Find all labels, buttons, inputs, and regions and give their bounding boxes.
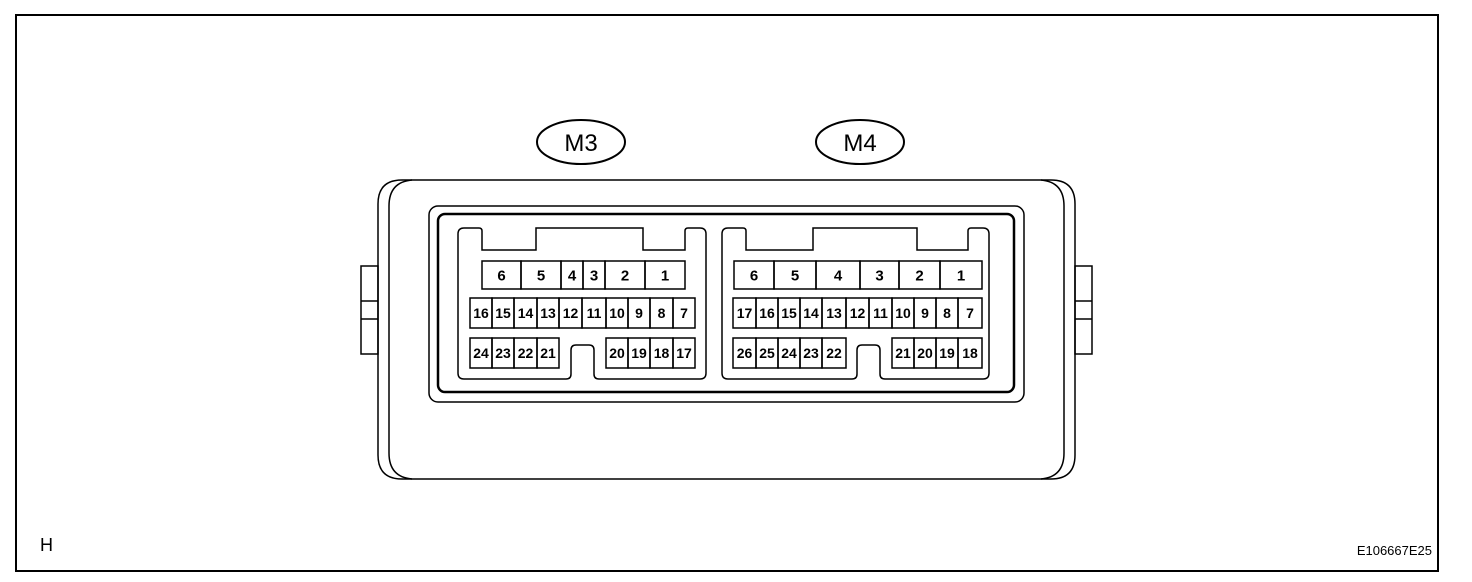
m4-row3-right-pin-label: 18 <box>962 345 978 361</box>
m3-row2-pin-label: 16 <box>473 305 489 321</box>
m3-row2-cavity <box>672 297 696 329</box>
m4-row1-pin-label: 5 <box>791 267 799 284</box>
view-letter: H <box>40 535 53 555</box>
m4-row3-right-row: 21 20 19 18 <box>891 337 983 369</box>
m3-row1-pin-label: 1 <box>661 267 669 284</box>
m4-row2-cavity <box>957 297 983 329</box>
m3-row3-right-pin-label: 18 <box>654 345 670 361</box>
m3-row2-pin-label: 11 <box>587 305 602 321</box>
m4-row3-left-pin-label: 25 <box>759 345 775 361</box>
m4-row2-pin-label: 13 <box>826 305 842 321</box>
m4-row3-left-row: 26 25 24 23 22 <box>732 337 847 369</box>
m3-row3-right-row: 20 19 18 17 <box>605 337 696 369</box>
m3-row3-right-pin-label: 17 <box>676 345 692 361</box>
m4-housing-outline <box>721 227 990 380</box>
m4-row3-left-pin-label: 22 <box>826 345 842 361</box>
m4-row1-cavity <box>939 260 983 290</box>
m4-row3-left-pin-label: 24 <box>781 345 797 361</box>
m3-row2-pin-label: 8 <box>658 305 666 321</box>
m3-row2-pin-label: 9 <box>635 305 643 321</box>
m3-row1-cavity <box>644 260 686 290</box>
m3-row3-left-row: 24 23 22 21 <box>469 337 560 369</box>
m4-row2-pin-label: 7 <box>966 305 974 321</box>
m3-housing-outline <box>457 227 707 380</box>
m3-row3-right-cavity <box>672 337 696 369</box>
m3-row1-pin-label: 3 <box>590 267 598 284</box>
m3-label-ellipse <box>536 119 626 165</box>
m3-row1-pin-label: 6 <box>497 267 505 284</box>
m3-row3-left-cavity <box>536 337 560 369</box>
m4-row2-pin-label: 10 <box>895 305 911 321</box>
m4-row1-pin-label: 2 <box>915 267 923 284</box>
m4-row2-pin-label: 15 <box>781 305 797 321</box>
m3-row3-left-pin-label: 22 <box>518 345 534 361</box>
m4-row3-right-pin-label: 19 <box>939 345 955 361</box>
figure-code: E106667E25 <box>1357 543 1432 558</box>
m3-row1-pin-label: 4 <box>568 267 577 284</box>
m4-row1-pin-label: 4 <box>834 267 843 284</box>
m3-row3-left-pin-label: 24 <box>473 345 489 361</box>
m4-row3-left-cavity <box>821 337 847 369</box>
m4-row1-row: 6 5 4 3 2 1 <box>733 260 983 290</box>
m4-row1-pin-label: 1 <box>957 267 965 284</box>
m4-row3-right-cavity <box>957 337 983 369</box>
m3-row3-right-pin-label: 20 <box>609 345 625 361</box>
m3-row2-pin-label: 15 <box>495 305 511 321</box>
m3-row2-pin-label: 10 <box>609 305 625 321</box>
m4-row3-left-pin-label: 26 <box>737 345 753 361</box>
m3-row3-left-pin-label: 21 <box>540 345 556 361</box>
m4-row2-pin-label: 17 <box>737 305 753 321</box>
m4-row2-pin-label: 14 <box>803 305 819 321</box>
m4-row3-left-pin-label: 23 <box>803 345 819 361</box>
m4-row2-pin-label: 11 <box>873 305 888 321</box>
m4-row2-pin-label: 8 <box>943 305 951 321</box>
m3-row2-pin-label: 14 <box>518 305 534 321</box>
m3-row2-pin-label: 13 <box>540 305 556 321</box>
m4-row2-pin-label: 9 <box>921 305 929 321</box>
m4-row2-pin-label: 16 <box>759 305 775 321</box>
m4-row3-right-pin-label: 20 <box>917 345 933 361</box>
m4-row1-pin-label: 3 <box>875 267 883 284</box>
m4-row1-pin-label: 6 <box>750 267 758 284</box>
m3-row1-pin-label: 2 <box>621 267 629 284</box>
m4-label: M4 <box>843 130 876 157</box>
m3-row2-pin-label: 12 <box>563 305 579 321</box>
m3-label: M3 <box>564 130 597 157</box>
m4-label-ellipse <box>815 119 905 165</box>
m3-row1-pin-label: 5 <box>537 267 545 284</box>
m3-row2-pin-label: 7 <box>680 305 688 321</box>
m4-row2-pin-label: 12 <box>850 305 866 321</box>
m3-row3-left-pin-label: 23 <box>495 345 511 361</box>
m3-row3-right-pin-label: 19 <box>631 345 647 361</box>
m4-row3-right-pin-label: 21 <box>895 345 911 361</box>
figure-frame <box>15 14 1439 572</box>
connector-housing <box>360 179 1093 480</box>
